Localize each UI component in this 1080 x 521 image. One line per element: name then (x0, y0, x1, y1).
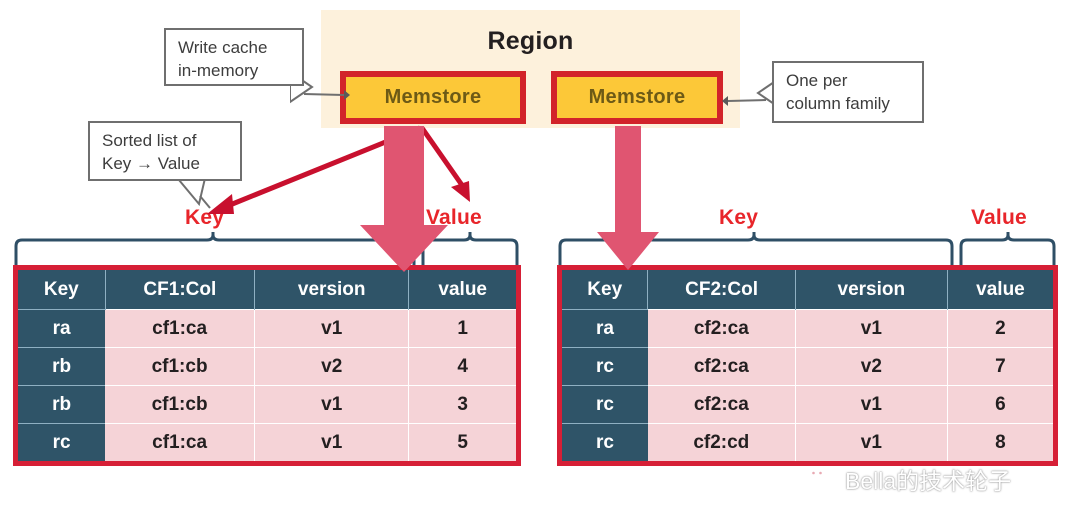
memstore-label-2: Memstore (588, 86, 686, 108)
label-value-right: Value (971, 206, 1027, 229)
table-header-row: Key CF1:Col version value (18, 270, 516, 310)
th-value: value (408, 270, 516, 310)
table-row: ra cf1:ca v1 1 (18, 309, 516, 348)
cell-key: ra (18, 309, 106, 348)
cell-version: v1 (254, 423, 410, 461)
bracket-key-left (14, 232, 416, 266)
table-cf1: Key CF1:Col version value ra cf1:ca v1 1… (13, 265, 521, 466)
cell-key: rc (18, 423, 106, 461)
cell-key: ra (562, 309, 648, 348)
cell-col: cf1:cb (105, 385, 256, 424)
callout-one-per-column-family: One per column family (772, 61, 924, 123)
cell-col: cf1:ca (105, 423, 256, 461)
th-col: CF2:Col (647, 270, 796, 310)
cell-col: cf2:ca (647, 347, 796, 386)
memstore-label-1: Memstore (384, 86, 482, 108)
cell-col: cf2:cd (647, 423, 796, 461)
cell-col: cf1:ca (105, 309, 256, 348)
cell-version: v2 (795, 347, 948, 386)
th-col: CF1:Col (105, 270, 256, 310)
table-header-row: Key CF2:Col version value (562, 270, 1053, 310)
cell-key: rc (562, 385, 648, 424)
label-key-right: Key (719, 206, 759, 229)
cell-version: v1 (254, 309, 410, 348)
table-cf2: Key CF2:Col version value ra cf2:ca v1 2… (557, 265, 1058, 466)
cell-version: v1 (795, 309, 948, 348)
region-title: Region (487, 27, 574, 55)
th-key: Key (18, 270, 106, 310)
watermark-text: Bella的技术轮子 (845, 468, 1012, 494)
cell-value: 8 (947, 423, 1053, 461)
callout-write-cache-line2: in-memory (178, 61, 259, 80)
table-row: rc cf2:ca v2 7 (562, 347, 1053, 386)
cell-value: 7 (947, 347, 1053, 386)
th-value: value (947, 270, 1053, 310)
cell-key: rb (18, 385, 106, 424)
arrow-memstore-to-value-left (419, 126, 470, 202)
cell-value: 2 (947, 309, 1053, 348)
cell-key: rc (562, 347, 648, 386)
callout-sorted-list-line2: Key → Value (102, 154, 200, 173)
label-value-left: Value (426, 206, 482, 229)
cell-col: cf1:cb (105, 347, 256, 386)
memstore-box-1[interactable]: Memstore (340, 71, 526, 124)
table-cf2-grid: Key CF2:Col version value ra cf2:ca v1 2… (562, 270, 1053, 461)
cell-version: v1 (795, 385, 948, 424)
cell-value: 6 (947, 385, 1053, 424)
cell-value: 3 (408, 385, 516, 424)
cell-key: rc (562, 423, 648, 461)
callout-write-cache: Write cache in-memory (164, 28, 304, 86)
callout-write-cache-line1: Write cache (178, 38, 268, 57)
watermark: Bella的技术轮子 (806, 462, 1011, 496)
th-key: Key (562, 270, 649, 310)
callout-sorted-list-line1: Sorted list of (102, 131, 197, 150)
cell-value: 4 (408, 347, 516, 386)
memstore-box-2[interactable]: Memstore (551, 71, 723, 124)
callout-sorted-list: Sorted list of Key → Value (88, 121, 242, 181)
cell-col: cf2:ca (647, 385, 796, 424)
table-row: rc cf2:cd v1 8 (562, 423, 1053, 461)
cell-version: v1 (795, 423, 948, 461)
table-row: ra cf2:ca v1 2 (562, 309, 1053, 348)
bracket-value-right (959, 232, 1056, 266)
table-cf1-grid: Key CF1:Col version value ra cf1:ca v1 1… (18, 270, 516, 461)
cell-version: v2 (254, 347, 410, 386)
cell-col: cf2:ca (647, 309, 796, 348)
th-version: version (795, 270, 948, 310)
callout-one-per-cf-line1: One per (786, 71, 848, 90)
table-row: rb cf1:cb v1 3 (18, 385, 516, 424)
cell-key: rb (18, 347, 106, 386)
table-row: rb cf1:cb v2 4 (18, 347, 516, 386)
callout-one-per-cf-line2: column family (786, 94, 890, 113)
wechat-icon (806, 466, 837, 492)
table-row: rc cf1:ca v1 5 (18, 423, 516, 461)
bracket-value-left (421, 232, 519, 266)
table-row: rc cf2:ca v1 6 (562, 385, 1053, 424)
cell-value: 1 (408, 309, 516, 348)
cell-version: v1 (254, 385, 410, 424)
cell-value: 5 (408, 423, 516, 461)
th-version: version (254, 270, 410, 310)
bracket-key-right (558, 232, 954, 266)
